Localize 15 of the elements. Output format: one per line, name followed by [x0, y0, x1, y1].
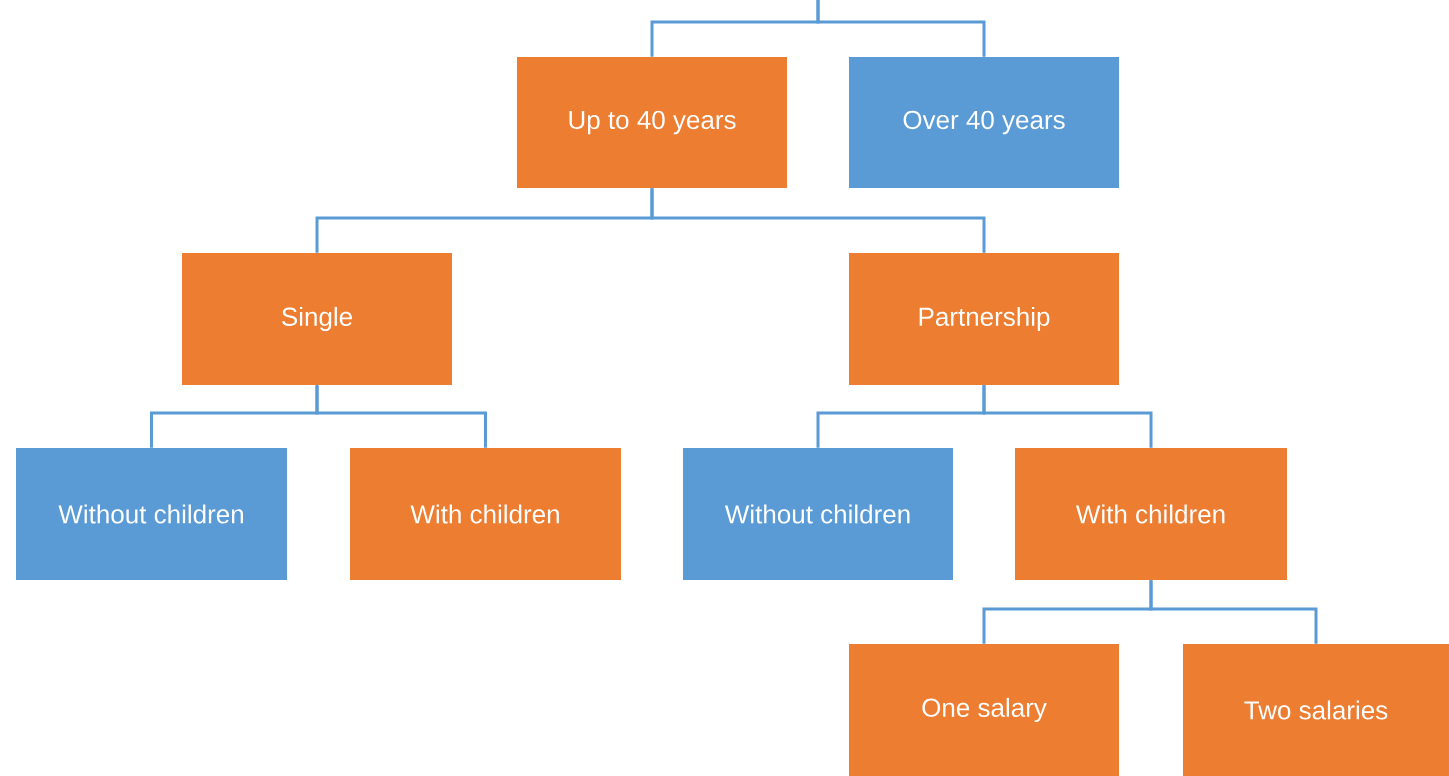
category-box: Over 40 years: [849, 57, 1119, 188]
category-box: With children: [1015, 448, 1287, 580]
category-box: Partnership: [849, 253, 1119, 385]
category-box: One salary: [849, 644, 1119, 776]
connector-line: [650, 188, 986, 253]
connector-line: [816, 0, 986, 57]
category-box: With children: [350, 448, 621, 580]
connector-line: [315, 385, 487, 448]
connector-line: [982, 385, 1153, 448]
category-box: Without children: [683, 448, 953, 580]
category-box: Up to 40 years: [517, 57, 787, 188]
category-box: Two salaries: [1183, 644, 1449, 776]
category-box: Single: [182, 253, 452, 385]
category-box: Without children: [16, 448, 287, 580]
connector-line: [1149, 580, 1318, 644]
